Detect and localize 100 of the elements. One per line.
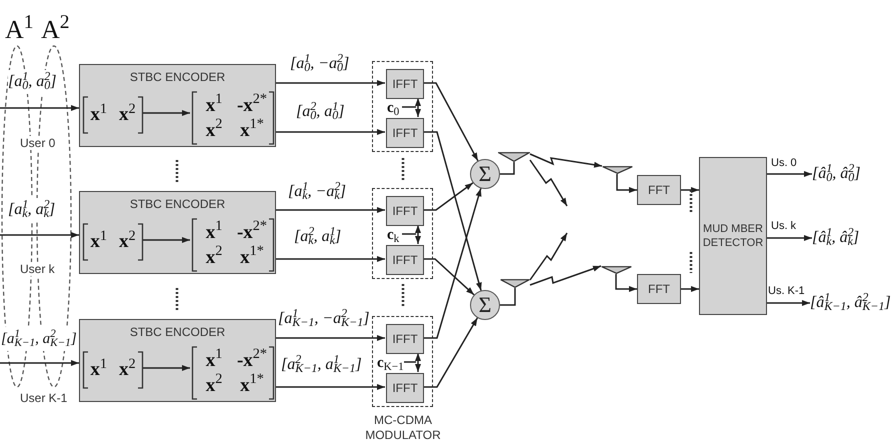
process-block xyxy=(386,196,424,226)
matrix-entry: x$^{1}$ xyxy=(206,222,222,244)
antenna-symbol xyxy=(498,152,530,162)
block-title: STBC ENCODER xyxy=(130,197,226,212)
block-label: MUD MBER DETECTOR xyxy=(702,222,764,250)
arrow xyxy=(0,105,79,111)
matrix-entry: x$^{1}$ xyxy=(206,94,222,116)
antenna-symbol xyxy=(602,166,633,174)
output-vector: [â$^{1}$$_{k}$, â$^{2}$$_{k}$] xyxy=(812,226,860,250)
detector-block xyxy=(699,157,767,315)
process-block xyxy=(386,324,424,354)
edge-label: [a$^{1}$$_{K−1}$, a$^{2}$$_{K−1}$] xyxy=(1,327,77,351)
matrix-entry: -x$^{2*}$ xyxy=(236,222,268,244)
antenna-symbol xyxy=(601,266,632,274)
arrow xyxy=(0,360,79,366)
arrow xyxy=(615,274,637,292)
set-label: A$^{2}$ xyxy=(41,16,70,44)
block-label: IFFT xyxy=(392,126,418,140)
matrix-entry: x$^{2}$ xyxy=(206,374,222,396)
process-block xyxy=(637,274,681,304)
summation-sign: Σ xyxy=(478,162,492,186)
block-title: STBC ENCODER xyxy=(130,325,226,340)
process-block xyxy=(386,118,424,148)
arrow xyxy=(616,174,637,193)
edge-label: [a$^{1}$$_{0}$, a$^{2}$$_{0}$] xyxy=(8,70,56,94)
arrow xyxy=(415,98,421,117)
code-label: c$_{K−1}$ xyxy=(377,355,404,371)
antenna-symbol xyxy=(500,279,530,288)
leader-line xyxy=(404,361,416,363)
arrow xyxy=(276,384,385,390)
matrix-entry: x$^{1*}$ xyxy=(240,120,264,142)
matrix-entry: -x$^{2*}$ xyxy=(236,94,268,116)
arrow xyxy=(276,80,385,86)
leader-line xyxy=(402,233,416,235)
arrow xyxy=(276,207,385,213)
arrow xyxy=(276,335,385,341)
user-label: User K-1 xyxy=(20,391,68,405)
connector-line xyxy=(500,162,515,175)
matrix-entry: -x$^{2*}$ xyxy=(236,350,268,372)
block-label: FFT xyxy=(648,282,670,296)
matrix-entry: x$^{2}$ xyxy=(119,359,136,381)
matrix-entry: x$^{1}$ xyxy=(206,350,222,372)
arrow xyxy=(415,225,421,244)
arrow xyxy=(767,235,812,241)
group-caption: MC-CDMA MODULATOR xyxy=(364,413,442,443)
arrow xyxy=(0,232,79,238)
matrix-entry: x$^{1*}$ xyxy=(240,246,264,268)
arrow xyxy=(423,82,479,162)
matrix-entry: x$^{1}$ xyxy=(90,359,107,381)
arrow xyxy=(423,188,482,339)
code-label: c$_{0}$ xyxy=(387,100,400,116)
user-label: User 0 xyxy=(20,136,56,150)
wireless-signal-arrow xyxy=(530,153,602,168)
matrix-entry: x$^{1}$ xyxy=(90,104,107,126)
matrix-entry: x$^{2}$ xyxy=(206,246,222,268)
process-block xyxy=(386,69,424,99)
edge-label: [a$^{1}$$_{k}$, a$^{2}$$_{k}$] xyxy=(8,198,56,222)
arrow xyxy=(276,129,385,135)
code-label: c$_{k}$ xyxy=(387,227,400,243)
block-label: IFFT xyxy=(392,332,418,346)
arrow xyxy=(276,256,385,262)
process-block xyxy=(386,373,424,403)
arrow xyxy=(415,353,421,372)
block-title: STBC ENCODER xyxy=(130,70,226,85)
wireless-signal-arrow xyxy=(529,160,568,206)
arrow xyxy=(423,131,482,291)
arrow xyxy=(423,258,474,296)
arrow xyxy=(143,110,190,116)
matrix-entry: x$^{1}$ xyxy=(90,231,107,253)
dashed-group-box xyxy=(372,61,433,152)
matrix-entry: x$^{2}$ xyxy=(119,231,136,253)
arrow xyxy=(423,182,474,211)
arrow xyxy=(681,187,699,193)
set-label: A$^{1}$ xyxy=(5,16,34,44)
encoder-block xyxy=(79,319,276,402)
user-label: User k xyxy=(20,262,55,276)
arrow xyxy=(767,171,812,177)
block-label: IFFT xyxy=(392,204,418,218)
arrow xyxy=(143,237,190,243)
arrow xyxy=(423,318,478,388)
encoder-block xyxy=(79,191,276,274)
wireless-signal-arrow xyxy=(529,232,568,280)
summation-sign: Σ xyxy=(478,293,492,317)
connector-line xyxy=(500,288,516,306)
block-label: IFFT xyxy=(392,381,418,395)
arrow xyxy=(681,286,699,292)
dashed-group-box xyxy=(372,316,433,407)
output-vector: [â$^{1}$$_{K−1}$, â$^{2}$$_{K−1}$] xyxy=(810,291,891,315)
output-vector: [â$^{1}$$_{0}$, â$^{2}$$_{0}$] xyxy=(812,162,860,186)
process-block xyxy=(637,175,681,205)
matrix-entry: x$^{2}$ xyxy=(206,120,222,142)
matrix-entry: x$^{2}$ xyxy=(119,104,136,126)
process-block xyxy=(386,245,424,275)
leader-line xyxy=(402,106,416,108)
encoder-block xyxy=(79,64,276,147)
arrow xyxy=(767,300,810,306)
block-label: IFFT xyxy=(392,253,418,267)
wireless-signal-arrow xyxy=(530,265,602,286)
block-label: IFFT xyxy=(392,77,418,91)
block-label: FFT xyxy=(648,183,670,197)
